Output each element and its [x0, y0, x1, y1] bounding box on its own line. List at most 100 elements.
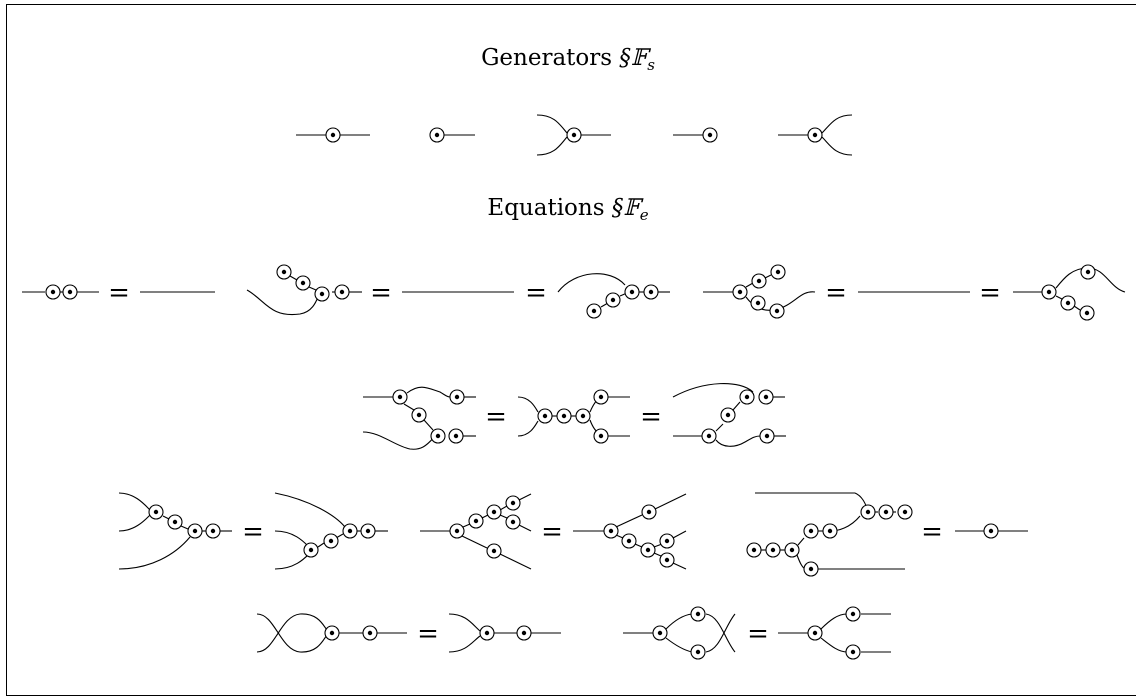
- dot-node: [659, 552, 675, 568]
- dot-node-center: [764, 433, 770, 439]
- dot-node-center: [347, 528, 353, 534]
- dot-node-center: [763, 394, 769, 400]
- dot-node: [897, 504, 913, 520]
- dot-node-center: [751, 547, 757, 553]
- dot-node: [1080, 264, 1096, 280]
- dot-node-center: [319, 291, 325, 297]
- dot-node: [1079, 305, 1095, 321]
- dot-node: [641, 504, 657, 520]
- dot-node-center: [988, 528, 994, 534]
- equals-sign: =: [541, 517, 563, 547]
- equals-sign: =: [979, 278, 1001, 308]
- dot-node: [605, 292, 621, 308]
- dot-node: [1060, 295, 1076, 311]
- dot-node: [860, 504, 876, 520]
- dot-node: [690, 644, 706, 660]
- dot-node-center: [397, 394, 403, 400]
- dot-node-center: [510, 519, 516, 525]
- dot-node: [303, 542, 319, 558]
- dot-node: [603, 523, 619, 539]
- dot-node: [593, 389, 609, 405]
- dot-node: [342, 523, 358, 539]
- dot-node: [878, 504, 894, 520]
- equals-sign: =: [825, 278, 847, 308]
- dot-node-center: [1084, 310, 1090, 316]
- dot-node-center: [865, 509, 871, 515]
- dot-node: [593, 428, 609, 444]
- dot-node-center: [330, 132, 336, 138]
- generators-title-text: Generators: [481, 45, 620, 71]
- dot-node: [314, 286, 330, 302]
- dot-node-center: [706, 433, 712, 439]
- dot-node: [621, 533, 637, 549]
- dot-node-center: [744, 394, 750, 400]
- dot-node-center: [510, 500, 516, 506]
- dot-node-center: [434, 132, 440, 138]
- dot-node: [360, 523, 376, 539]
- equals-sign: =: [242, 517, 264, 547]
- dot-node-center: [648, 289, 654, 295]
- dot-node: [758, 389, 774, 405]
- dot-node: [750, 295, 766, 311]
- dot-node-center: [473, 518, 479, 524]
- dot-node-center: [695, 611, 701, 617]
- dot-node-center: [484, 630, 490, 636]
- dot-node-center: [695, 649, 701, 655]
- dot-node-center: [454, 394, 460, 400]
- dot-node-center: [453, 433, 459, 439]
- dot-node-center: [626, 538, 632, 544]
- dot-node-center: [1046, 289, 1052, 295]
- equation-row-four-right: [755, 492, 1028, 570]
- dot-node-center: [1085, 269, 1091, 275]
- dot-node-center: [850, 649, 856, 655]
- generator-merge-dot: [536, 114, 611, 156]
- dot-node-center: [827, 528, 833, 534]
- dot-node: [807, 127, 823, 143]
- dot-node: [701, 428, 717, 444]
- dot-node-center: [491, 509, 497, 515]
- dot-node-center: [883, 509, 889, 515]
- dot-node: [537, 408, 553, 424]
- dot-node-center: [339, 289, 345, 295]
- dot-node-center: [542, 413, 548, 419]
- dot-node: [566, 127, 582, 143]
- dot-node-center: [808, 566, 814, 572]
- dot-node-center: [629, 289, 635, 295]
- dot-node: [516, 625, 532, 641]
- dot-node-center: [367, 630, 373, 636]
- dot-node: [807, 625, 823, 641]
- dot-node: [324, 625, 340, 641]
- dot-node: [448, 428, 464, 444]
- equations-title-subscript: e: [639, 206, 649, 224]
- equals-signs: ============: [108, 278, 1001, 649]
- dot-node: [732, 284, 748, 300]
- dot-node-center: [491, 548, 497, 554]
- dot-node: [720, 407, 736, 423]
- dot-node-center: [646, 509, 652, 515]
- dot-node: [62, 284, 78, 300]
- dot-node-center: [561, 413, 567, 419]
- dot-node-center: [416, 412, 422, 418]
- equations-title-text: Equations: [487, 195, 612, 221]
- dot-node-center: [770, 547, 776, 553]
- dot-node: [643, 284, 659, 300]
- dot-node-center: [172, 519, 178, 525]
- dot-node: [1041, 284, 1057, 300]
- dot-node-center: [153, 509, 159, 515]
- dot-node-center: [850, 611, 856, 617]
- equation-bottom-left: [256, 613, 561, 653]
- wires: [22, 114, 1126, 653]
- dot-node: [739, 389, 755, 405]
- dot-node: [640, 542, 656, 558]
- dot-node: [759, 428, 775, 444]
- dot-node-center: [598, 433, 604, 439]
- dot-node-center: [808, 528, 814, 534]
- dot-node: [430, 428, 446, 444]
- dot-node: [659, 533, 675, 549]
- dot-node-center: [725, 412, 731, 418]
- generators-title: Generators §𝔽s: [0, 47, 1136, 73]
- dot-node-center: [1065, 300, 1071, 306]
- dot-node: [575, 408, 591, 424]
- dot-node: [205, 523, 221, 539]
